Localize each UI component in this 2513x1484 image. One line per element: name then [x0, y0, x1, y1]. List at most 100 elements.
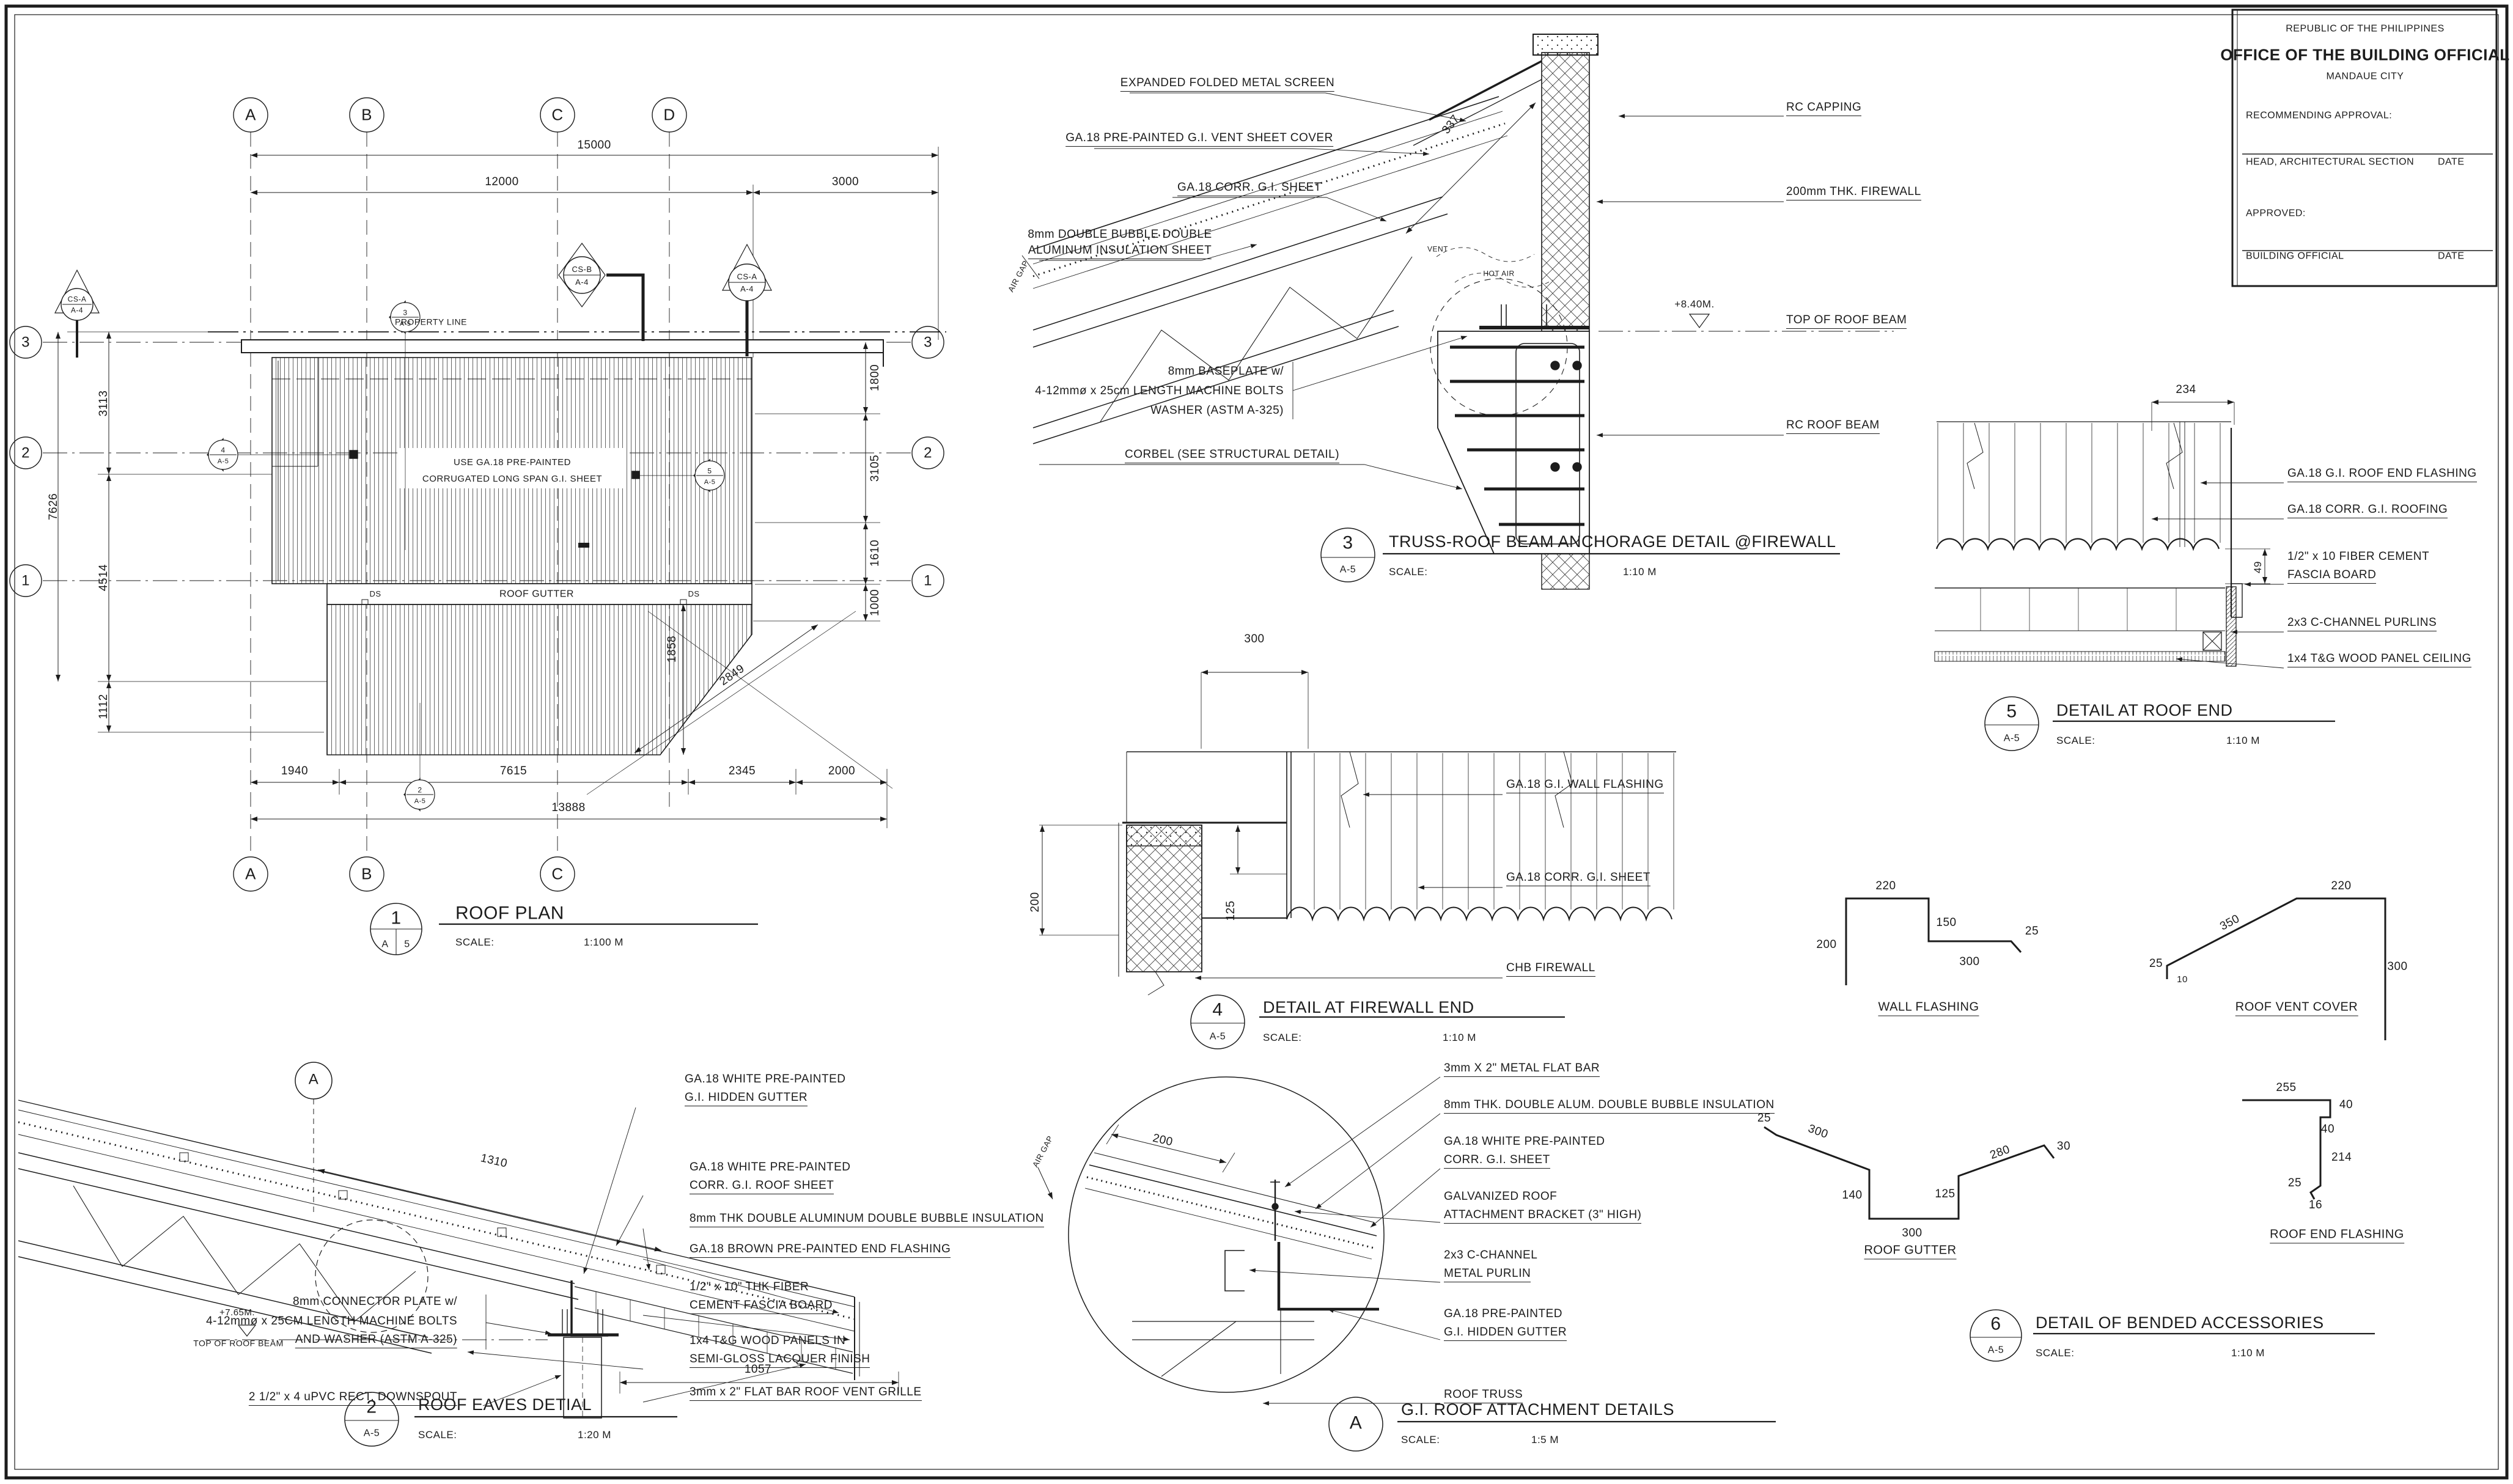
re-dim-25: 25 — [2287, 1177, 2302, 1190]
downspout-ds-1: DS — [369, 589, 381, 599]
detail4-name: DETAIL AT FIREWALL END — [1263, 997, 1474, 1016]
plan-title-sheet-a: A — [381, 939, 389, 950]
label-rc-roof-beam: RC ROOF BEAM — [1786, 419, 1880, 434]
detail4-scale-label: SCALE: — [1263, 1032, 1302, 1044]
dim-7626: 7626 — [47, 493, 61, 521]
detail-marker-5 — [631, 458, 725, 493]
marker-csa-right-name: CS-A — [737, 272, 757, 282]
plan-title-sheet-5: 5 — [404, 939, 410, 950]
plan-title-number: 1 — [391, 908, 402, 928]
detail4-sheet: A-5 — [1209, 1031, 1226, 1042]
titleblock-city: MANDAUE CITY — [2326, 71, 2404, 82]
rg-dim-125: 125 — [1935, 1188, 1956, 1201]
label-vent: VENT — [1427, 244, 1449, 254]
dim-3105: 3105 — [869, 454, 882, 482]
label-white-corr-1: GA.18 WHITE PRE-PAINTED — [1444, 1135, 1605, 1148]
label-corr-roofing: GA.18 CORR. G.I. ROOFING — [2287, 504, 2448, 518]
titleblock-office: OFFICE OF THE BUILDING OFFICIAL — [2220, 45, 2510, 64]
downspout-ds-2: DS — [688, 589, 700, 599]
detail2-name: ROOF EAVES DETIAL — [418, 1395, 592, 1414]
label-expanded-metal-screen: EXPANDED FOLDED METAL SCREEN — [1120, 77, 1335, 92]
label-chb-firewall: CHB FIREWALL — [1506, 962, 1595, 977]
dim-2345: 2345 — [728, 765, 756, 778]
detail5-scale-label: SCALE: — [2056, 735, 2095, 747]
label-corr-gi-sheet: GA.18 CORR. G.I. SHEET — [1177, 182, 1322, 196]
marker-csa-left-sheet: A-4 — [70, 306, 84, 315]
re-dim-40a: 40 — [2339, 1098, 2353, 1112]
roof-gutter-label: ROOF GUTTER — [499, 589, 574, 600]
detailA-name: G.I. ROOF ATTACHMENT DETAILS — [1401, 1400, 1675, 1419]
section-marker-csa-right — [722, 243, 772, 356]
label-tg-ceiling: 1x4 T&G WOOD PANEL CEILING — [2287, 653, 2471, 667]
label-fascia-d2-1: 1/2" x 10" THK FIBER — [690, 1280, 809, 1294]
label-top-of-roof-beam: TOP OF ROOF BEAM — [1786, 314, 1907, 329]
marker-5-num: 5 — [707, 466, 712, 476]
label-fascia-board-2: FASCIA BOARD — [2287, 569, 2377, 584]
label-white-corr-2: CORR. G.I. SHEET — [1444, 1154, 1550, 1169]
wf-dim-150: 150 — [1936, 916, 1957, 930]
plan-title-name: ROOF PLAN — [455, 903, 564, 924]
label-firewall-200: 200mm THK. FIREWALL — [1786, 186, 1921, 200]
marker-2-num: 2 — [418, 785, 422, 795]
label-bubble-insulation-2: ALUMINUM INSULATION SHEET — [1028, 244, 1212, 259]
detail6-scale-label: SCALE: — [2036, 1347, 2075, 1359]
rg-dim-140: 140 — [1842, 1189, 1863, 1202]
rv-dim-10: 10 — [2177, 974, 2188, 985]
label-level-840: +8.40M. — [1674, 298, 1715, 310]
dim-15000: 15000 — [577, 139, 611, 152]
dim-13888: 13888 — [551, 801, 586, 815]
roof-note-line2: CORRUGATED LONG SPAN G.I. SHEET — [422, 474, 603, 485]
detail5-sheet: A-5 — [2003, 733, 2020, 744]
grid-bubble-c-top: C — [551, 105, 564, 124]
marker-3-num: 3 — [403, 308, 408, 317]
dim-7615: 7615 — [499, 765, 528, 778]
label-purlin-1: 2x3 C-CHANNEL — [1444, 1249, 1538, 1262]
re-dim-214: 214 — [2331, 1151, 2352, 1164]
label-bubble-insulation-1: 8mm DOUBLE BUBBLE DOUBLE — [1028, 228, 1212, 241]
dim-337: 337 — [1440, 112, 1463, 137]
dim-2000: 2000 — [828, 765, 856, 778]
grid-bubble-b-bottom: B — [361, 864, 372, 883]
marker-csb-sheet: A-4 — [575, 277, 589, 287]
wf-dim-25: 25 — [2025, 925, 2039, 938]
marker-csa-left-name: CS-A — [67, 295, 87, 304]
dim-1610: 1610 — [869, 539, 882, 567]
detail2-sheet: A-5 — [363, 1428, 380, 1439]
label-roof-end-flashing: GA.18 G.I. ROOF END FLASHING — [2287, 468, 2477, 482]
dim-1940: 1940 — [281, 765, 309, 778]
rv-dim-350: 350 — [2218, 912, 2242, 933]
label-baseplate-3: WASHER (ASTM A-325) — [1150, 404, 1284, 417]
label-roof-sheet-1: GA.18 WHITE PRE-PAINTED — [690, 1161, 851, 1174]
label-fascia-board-1: 1/2" x 10 FIBER CEMENT — [2287, 550, 2430, 564]
dim-1057: 1057 — [744, 1363, 772, 1376]
property-line-label: PROPERTY LINE — [394, 317, 468, 327]
detail6-scale-value: 1:10 M — [2231, 1347, 2265, 1359]
label-rc-capping: RC CAPPING — [1786, 101, 1862, 116]
label-air-gap-dA: AIR GAP — [1030, 1134, 1055, 1169]
label-vent-sheet-cover: GA.18 PRE-PAINTED G.I. VENT SHEET COVER — [1065, 132, 1333, 147]
grid-bubble-a-top: A — [245, 105, 256, 124]
label-corbel: CORBEL (SEE STRUCTURAL DETAIL) — [1125, 449, 1340, 463]
label-roof-truss: ROOF TRUSS — [1444, 1389, 1523, 1403]
detail-marker-3 — [389, 300, 421, 550]
re-dim-255: 255 — [2276, 1081, 2297, 1095]
detail5-drawing — [1934, 400, 2335, 751]
re-dim-40b: 40 — [2320, 1123, 2335, 1136]
sheet-border — [4, 4, 2509, 1480]
detail-marker-4 — [207, 438, 358, 472]
marker-3-sheet: A-5 — [399, 320, 411, 328]
detail3-number: 3 — [1342, 532, 1353, 553]
label-downspout: 2 1/2" x 4 uPVC RECT. DOWNSPOUT — [248, 1391, 457, 1406]
dim-1800: 1800 — [869, 364, 882, 392]
label-connector-plate-3: AND WASHER (ASTM A-325) — [295, 1334, 457, 1348]
grid-bubble-3-right: 3 — [924, 334, 932, 351]
grid-bubble-c-bottom: C — [551, 864, 564, 883]
dim-2849: 2849 — [717, 662, 747, 688]
callout-a-bubble: A — [308, 1071, 319, 1088]
plan-title-mark — [370, 903, 758, 955]
titleblock-approved: APPROVED: — [2246, 208, 2306, 219]
rg-dim-300b: 300 — [1902, 1227, 1922, 1240]
grid-bubble-1-left: 1 — [21, 572, 30, 589]
rv-dim-300: 300 — [2387, 960, 2408, 974]
grid-bubble-a-bottom: A — [245, 864, 256, 883]
